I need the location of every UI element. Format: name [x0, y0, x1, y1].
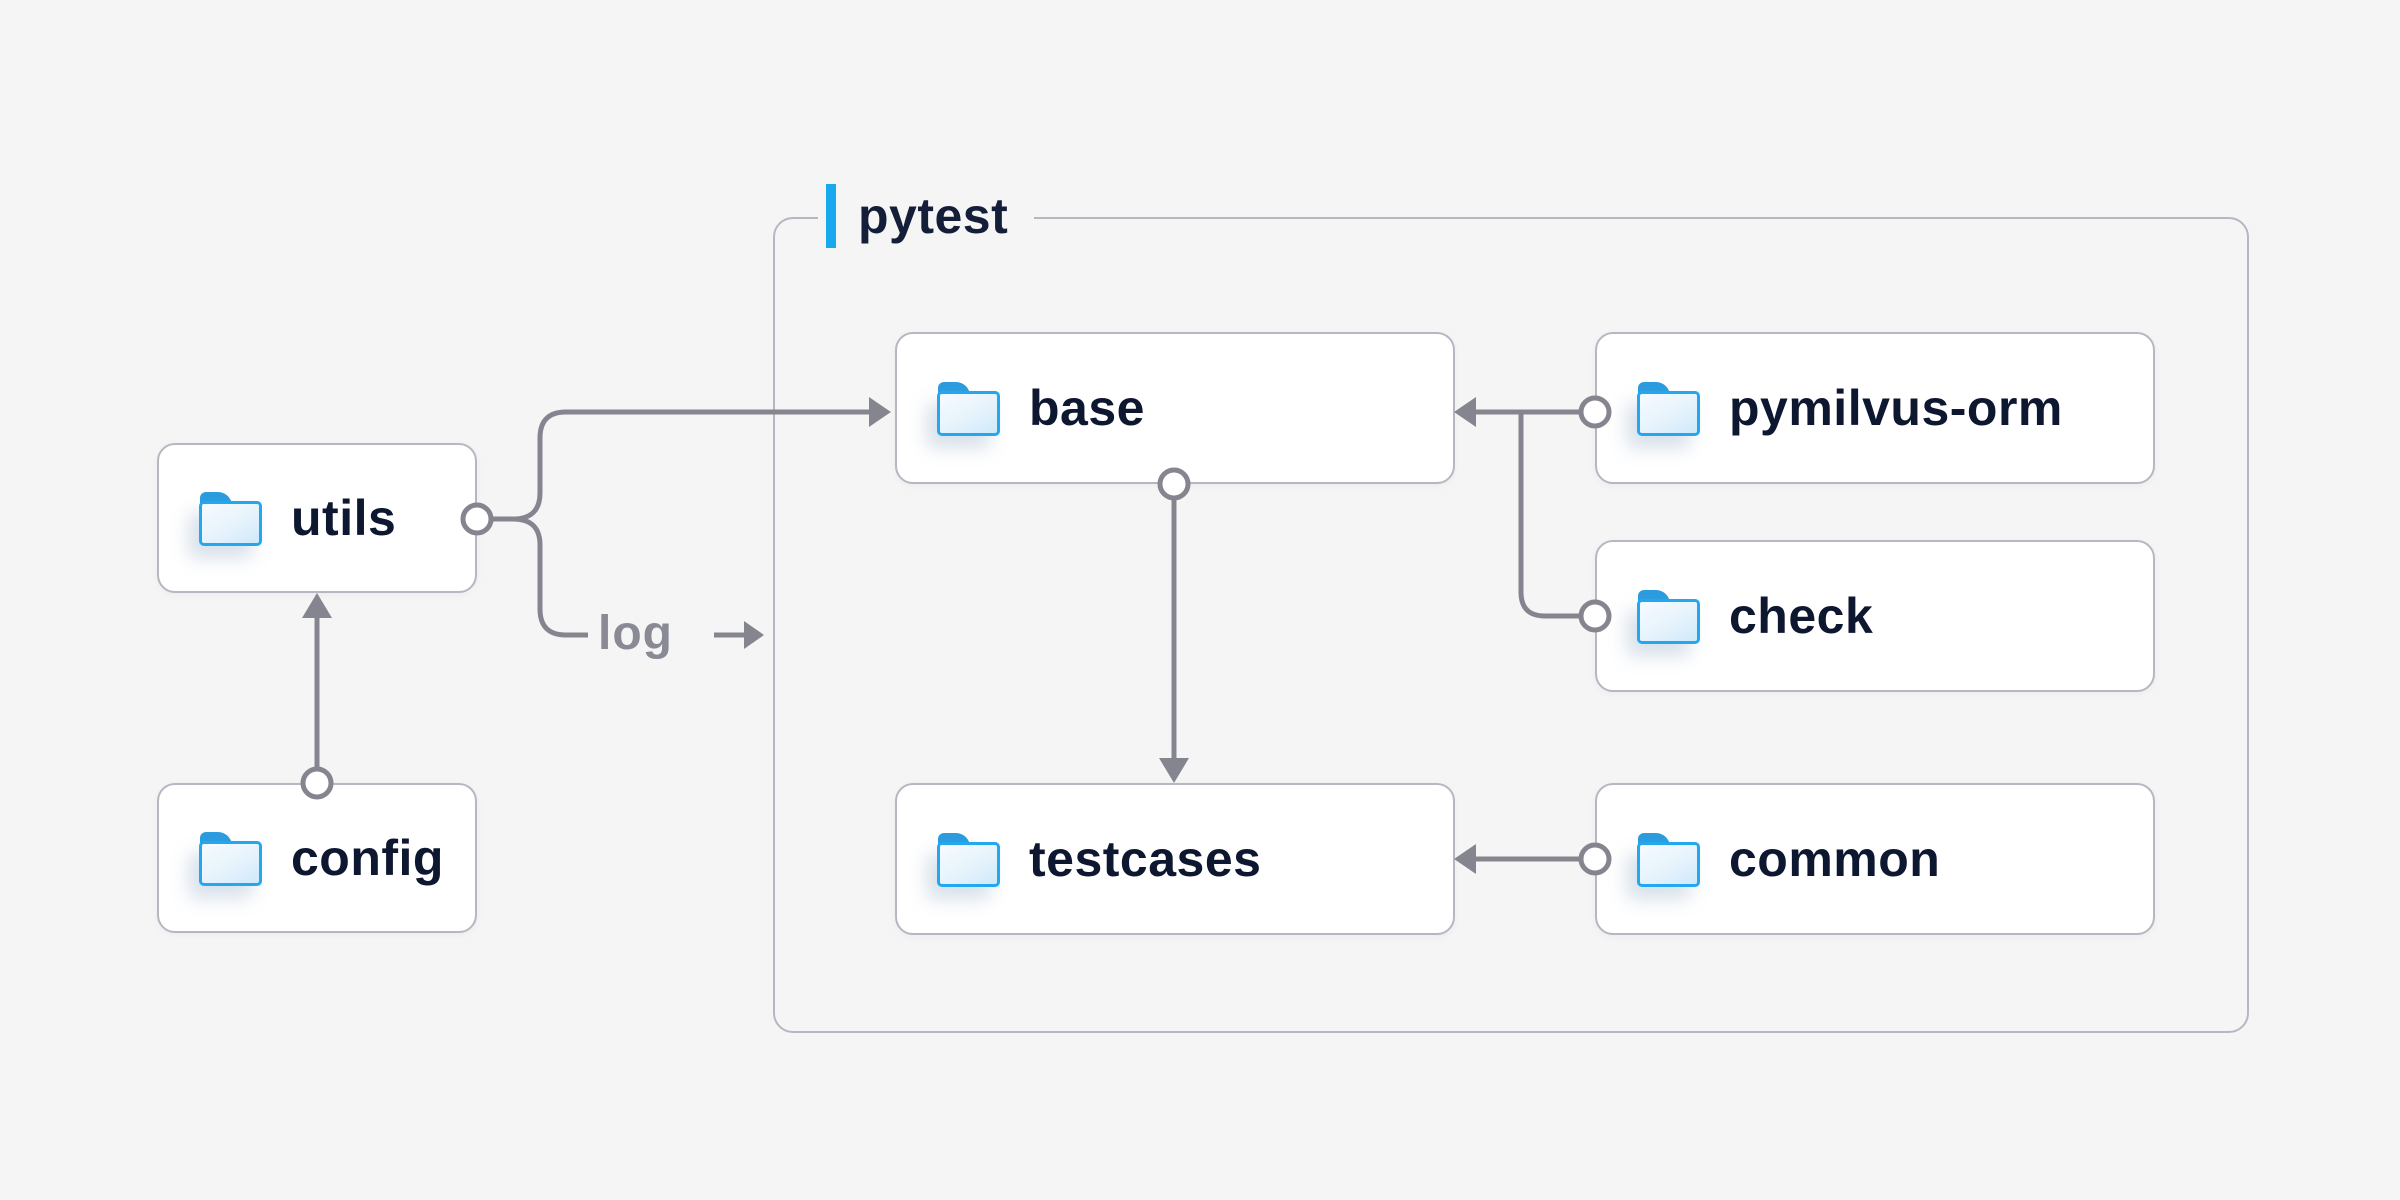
folder-icon [937, 830, 1001, 888]
accent-bar-icon [826, 184, 836, 248]
arrowhead-right-log [744, 621, 764, 649]
folder-icon [199, 489, 263, 547]
edge-utils-log [491, 516, 588, 638]
node-config: config [157, 783, 477, 933]
node-label: config [291, 830, 444, 886]
node-label: base [1029, 380, 1145, 436]
node-label: common [1729, 831, 1941, 887]
folder-icon [1637, 379, 1701, 437]
node-label: pymilvus-orm [1729, 380, 2063, 436]
node-label: check [1729, 588, 1874, 644]
pytest-group-border [773, 217, 2249, 1033]
node-pymilvus-orm: pymilvus-orm [1595, 332, 2155, 484]
folder-icon [1637, 830, 1701, 888]
edge-label-log: log [598, 607, 673, 660]
folder-icon [199, 829, 263, 887]
node-testcases: testcases [895, 783, 1455, 935]
node-label: testcases [1029, 831, 1262, 887]
node-check: check [1595, 540, 2155, 692]
pytest-group-label: pytest [818, 184, 1035, 248]
arrowhead-up-utils [302, 593, 332, 618]
node-common: common [1595, 783, 2155, 935]
node-utils: utils [157, 443, 477, 593]
folder-icon [937, 379, 1001, 437]
folder-icon [1637, 587, 1701, 645]
node-base: base [895, 332, 1455, 484]
node-label: utils [291, 490, 397, 546]
group-title: pytest [858, 188, 1009, 244]
